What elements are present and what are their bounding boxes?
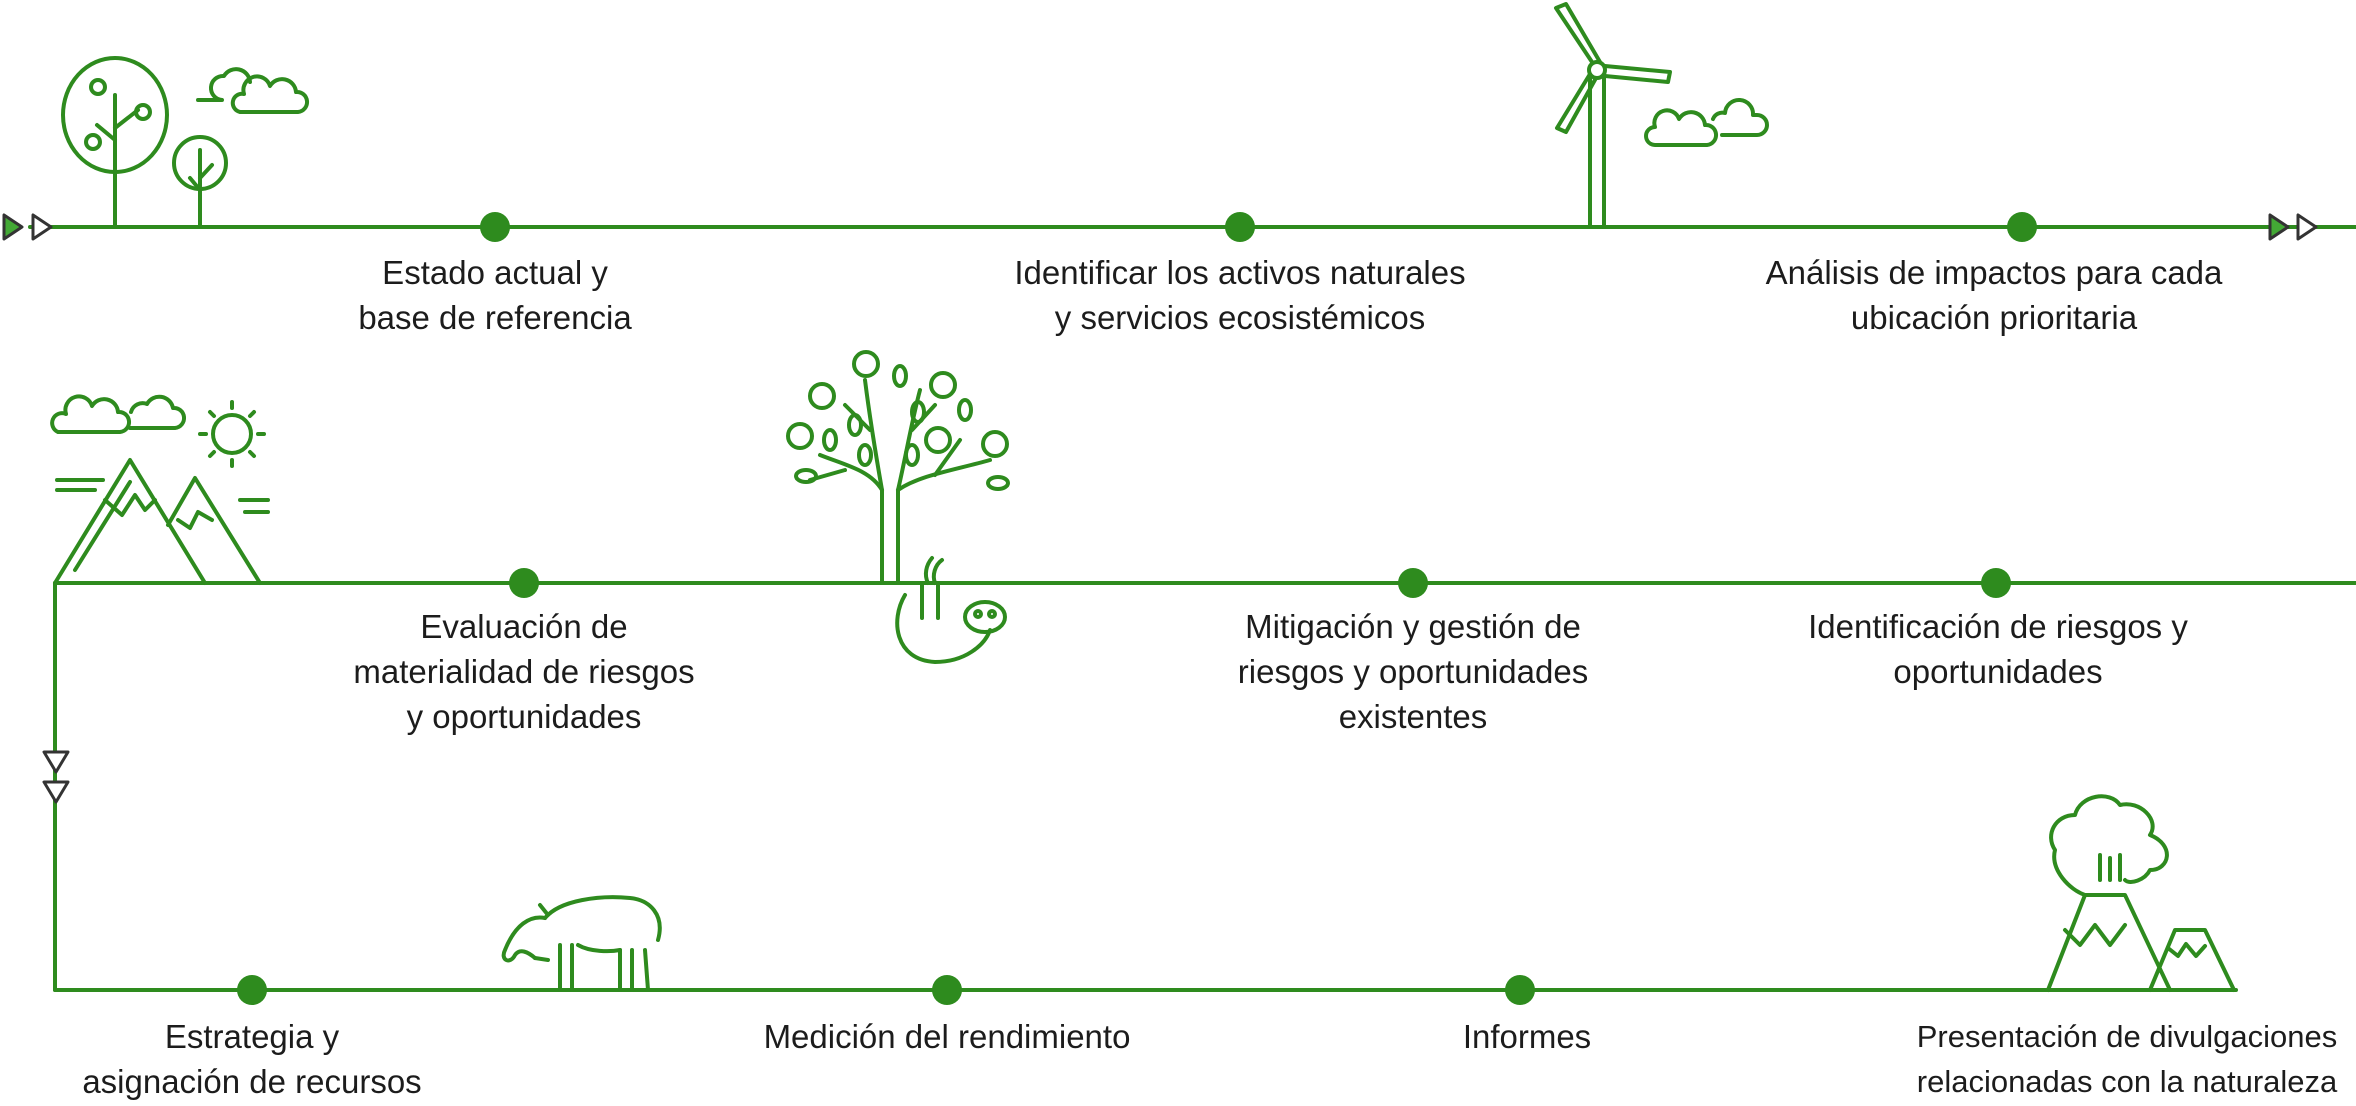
step-label-4: Identificación de riesgos y oportunidade…: [1808, 608, 2188, 690]
step-dot-2: [1225, 212, 1255, 242]
step-dot-6: [509, 568, 539, 598]
step-label-5: Mitigación y gestión de riesgos y oportu…: [1237, 608, 1589, 735]
step-label-10: Presentación de divulgaciones relacionad…: [1916, 1019, 2338, 1099]
step-label-2: Identificar los activos naturales y serv…: [1014, 254, 1466, 336]
cloud-icon: [1644, 97, 1769, 147]
step-dot-4: [1981, 568, 2011, 598]
step-dot-3: [2007, 212, 2037, 242]
wind-turbine-icon: [1554, 2, 1672, 229]
trees-icon: [61, 56, 228, 229]
arrow-icon-end: [2268, 213, 2318, 241]
step-label-3: Análisis de impactos para cada ubicación…: [1765, 254, 2223, 336]
arrow-icon-start: [2, 213, 53, 241]
mountains-sun-icon: [50, 394, 270, 585]
arrow-icon-down: [42, 750, 70, 804]
step-dot-5: [1398, 568, 1428, 598]
step-dot-8: [932, 975, 962, 1005]
cloud-icon: [196, 67, 309, 114]
step-dot-7: [237, 975, 267, 1005]
step-label-1: Estado actual y base de referencia: [358, 254, 632, 336]
step-dot-9: [1505, 975, 1535, 1005]
step-label-8: Medición del rendimiento: [763, 1018, 1131, 1055]
tree-icon: [786, 350, 1010, 585]
step-dot-1: [480, 212, 510, 242]
tapir-icon: [501, 895, 662, 992]
step-label-9: Informes: [1462, 1018, 1592, 1055]
step-label-7: Estrategia y asignación de recursos: [82, 1018, 422, 1100]
step-label-6: Evaluación de materialidad de riesgos y …: [353, 608, 695, 735]
volcano-icon: [2046, 794, 2236, 992]
sloth-icon: [895, 556, 1007, 664]
